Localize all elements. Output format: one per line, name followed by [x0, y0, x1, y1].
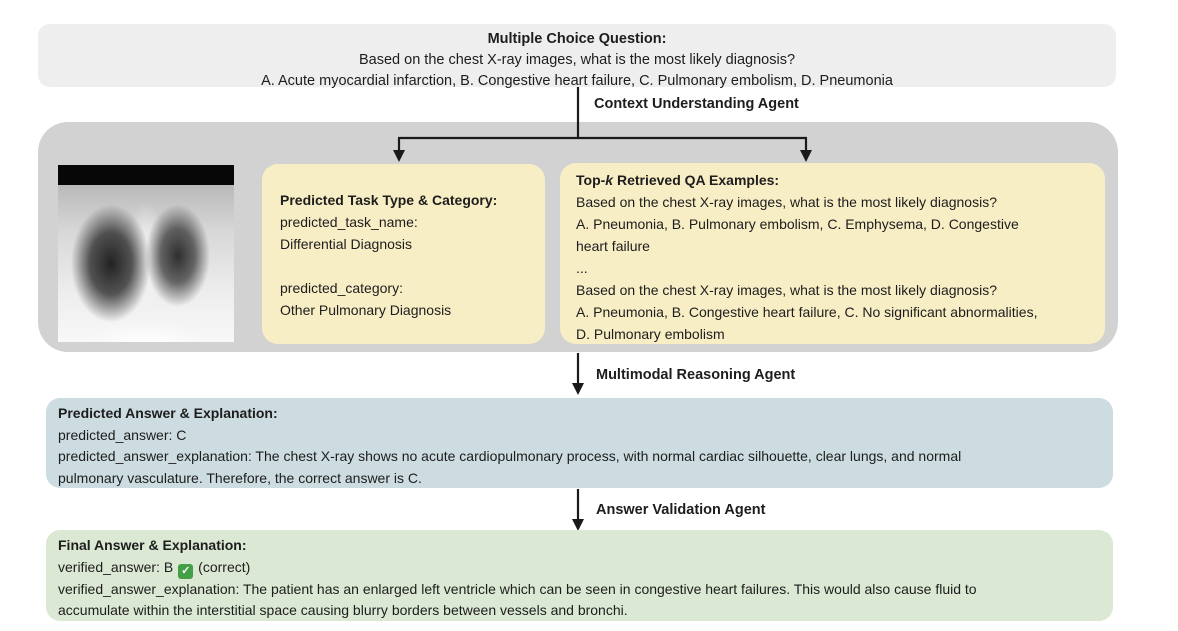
category-value: Other Pulmonary Diagnosis	[280, 302, 452, 318]
qa-ellipsis: ...	[576, 260, 588, 276]
predicted-answer-box: Predicted Answer & Explanation: predicte…	[46, 398, 1113, 488]
question-options: A. Acute myocardial infarction, B. Conge…	[261, 73, 893, 89]
arrowhead-reasoning-icon	[572, 383, 584, 395]
retrieved-qa-title-k: k	[605, 172, 614, 188]
validation-agent-label: Answer Validation Agent	[596, 502, 766, 518]
qa-example-1-options-b: heart failure	[576, 238, 650, 254]
question-text: Based on the chest X-ray images, what is…	[358, 52, 796, 68]
task-type-box: Predicted Task Type & Category: predicte…	[262, 164, 545, 344]
final-answer-value: verified_answer: B✓(correct)	[58, 557, 1101, 579]
check-icon: ✓	[178, 563, 194, 579]
context-agent-label: Context Understanding Agent	[594, 96, 799, 112]
predicted-answer-value: predicted_answer: C	[58, 426, 187, 443]
xray-lung-field	[58, 185, 234, 342]
retrieved-qa-title-prefix: Top-	[576, 172, 606, 188]
retrieved-qa-title-suffix: Retrieved QA Examples:	[613, 172, 780, 188]
retrieved-qa-box: Top-k Retrieved QA Examples: Based on th…	[560, 163, 1105, 344]
arrowhead-right-icon	[800, 150, 812, 162]
chest-xray-image	[58, 165, 234, 342]
reasoning-agent-label: Multimodal Reasoning Agent	[596, 367, 796, 383]
verified-answer-correct-label: (correct)	[198, 558, 251, 575]
arrowhead-validation-icon	[572, 519, 584, 531]
qa-example-2-question: Based on the chest X-ray images, what is…	[576, 282, 997, 298]
final-explanation-line-2: accumulate within the interstitial space…	[58, 602, 628, 618]
task-name-value: Differential Diagnosis	[280, 236, 413, 252]
qa-example-1-options-a: A. Pneumonia, B. Pulmonary embolism, C. …	[576, 216, 1019, 232]
qa-example-2-options-a: A. Pneumonia, B. Congestive heart failur…	[576, 304, 1038, 320]
task-blank-line	[280, 255, 531, 277]
final-answer-title: Final Answer & Explanation:	[58, 537, 247, 553]
predicted-explanation-line-2: pulmonary vasculature. Therefore, the co…	[58, 469, 422, 486]
arrowhead-left-icon	[393, 150, 405, 162]
qa-example-1-question: Based on the chest X-ray images, what is…	[576, 194, 997, 210]
task-type-title: Predicted Task Type & Category:	[280, 192, 498, 208]
retrieved-qa-title: Top-k Retrieved QA Examples:	[576, 169, 1091, 191]
verified-answer-text: verified_answer: B	[58, 558, 174, 575]
question-box: Multiple Choice Question: Based on the c…	[38, 24, 1116, 89]
qa-example-2-options-b: D. Pulmonary embolism	[576, 326, 725, 342]
predicted-answer-title: Predicted Answer & Explanation:	[58, 405, 278, 421]
final-answer-box: Final Answer & Explanation: verified_ans…	[46, 530, 1113, 621]
question-title: Multiple Choice Question:	[487, 31, 667, 47]
final-explanation-line-1: verified_answer_explanation: The patient…	[58, 580, 977, 597]
task-name-key: predicted_task_name:	[280, 214, 418, 230]
category-key: predicted_category:	[280, 280, 403, 296]
xray-top-black-bar	[58, 165, 234, 185]
predicted-explanation-line-1: predicted_answer_explanation: The chest …	[58, 448, 962, 464]
